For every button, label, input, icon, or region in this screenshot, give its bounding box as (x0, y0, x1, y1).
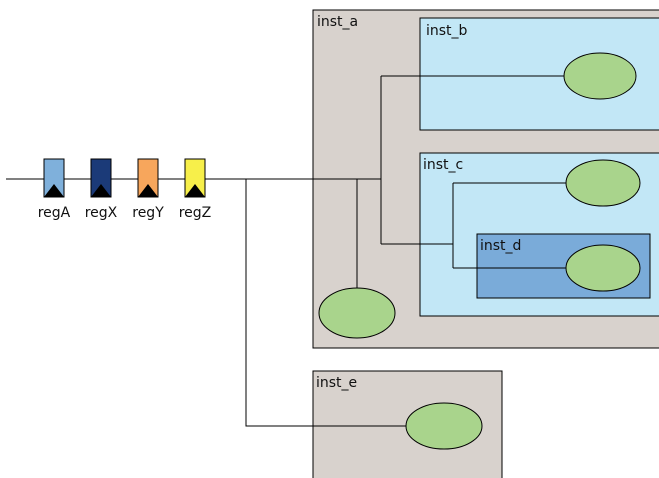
inst-c-logic-ellipse (565, 159, 641, 207)
inst-a-logic-ellipse (318, 287, 396, 339)
register-pipeline: regA regX regY regZ (38, 158, 212, 221)
inst-e-logic-ellipse (405, 402, 483, 450)
inst-e-label: inst_e (316, 375, 357, 391)
inst-d-block: inst_d (476, 233, 651, 299)
register-regx: regX (85, 158, 118, 221)
inst-d-label: inst_d (480, 238, 521, 254)
register-regy-label: regY (132, 205, 164, 221)
register-rega: regA (38, 158, 71, 221)
inst-b-logic-ellipse (563, 52, 637, 100)
register-regx-label: regX (85, 205, 118, 221)
inst-b-block: inst_b (419, 17, 659, 131)
register-regz-clock-icon (185, 184, 205, 197)
register-regz: regZ (179, 158, 212, 221)
inst-b-label: inst_b (426, 23, 468, 39)
inst-d-logic-ellipse (565, 244, 641, 292)
inst-a-label: inst_a (317, 14, 358, 30)
inst-e-block: inst_e (312, 370, 503, 478)
register-rega-clock-icon (44, 184, 64, 197)
inst-c-label: inst_c (423, 157, 463, 173)
register-regy: regY (132, 158, 164, 221)
register-rega-label: regA (38, 205, 71, 221)
register-regx-clock-icon (91, 184, 111, 197)
register-regy-clock-icon (138, 184, 158, 197)
inst-e-branch-wire (245, 179, 406, 427)
register-regz-label: regZ (179, 205, 212, 221)
